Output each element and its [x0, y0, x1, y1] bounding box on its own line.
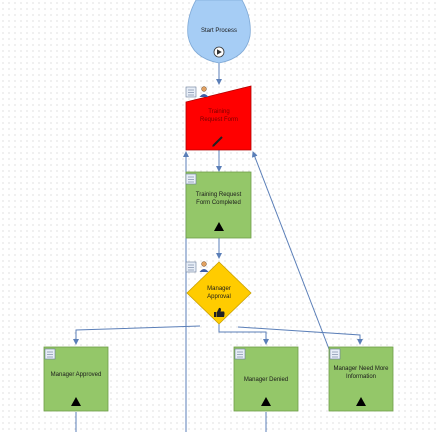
- form-icon: [44, 348, 56, 360]
- triangle-icon: [214, 222, 224, 231]
- manager-approved-label: Manager Approved: [50, 372, 102, 378]
- triangle-icon: [356, 397, 366, 406]
- manager-approval-decision[interactable]: [186, 261, 252, 325]
- connector-approval-to-denied: [218, 324, 269, 345]
- triangle-icon: [261, 397, 271, 406]
- form-icon: [234, 348, 246, 360]
- start-node[interactable]: [187, 0, 251, 64]
- start-node-label: Start Process: [200, 28, 237, 34]
- manager-denied-label: Manager Denied: [243, 377, 289, 383]
- triangle-icon: [71, 397, 81, 406]
- person-icon: [199, 261, 209, 272]
- form-icon: [185, 173, 197, 185]
- form-completed-label: Training Request Form Completed: [195, 192, 242, 206]
- connector-approval-to-need-info: [237, 326, 363, 345]
- form-icon: [329, 348, 341, 360]
- thumbs-up-icon: [214, 307, 225, 317]
- pencil-icon: [212, 136, 223, 147]
- manager-approval-label: Manager Approval: [207, 286, 231, 300]
- form-completed-node[interactable]: [185, 171, 252, 239]
- connector-approval-to-approved: [73, 325, 201, 345]
- connector-need-info-back-to-form: [252, 151, 330, 350]
- form-icon: [185, 86, 197, 98]
- training-form-label: Training Request Form: [199, 109, 238, 123]
- person-icon: [199, 86, 209, 97]
- form-icon: [185, 261, 197, 273]
- manager-need-info-label: Manager Need More Information: [333, 366, 389, 380]
- training-form-node[interactable]: [185, 85, 252, 151]
